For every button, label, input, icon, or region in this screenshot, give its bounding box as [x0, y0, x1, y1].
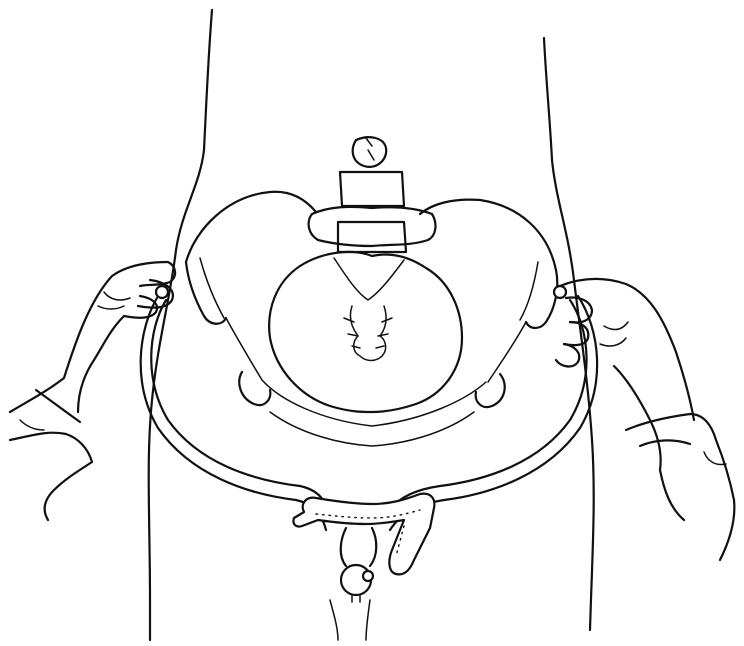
pelvimeter [141, 286, 597, 602]
left-hand [10, 262, 175, 520]
pelvis [186, 192, 557, 446]
lumbar-spine [309, 137, 436, 252]
right-hand [556, 279, 734, 560]
